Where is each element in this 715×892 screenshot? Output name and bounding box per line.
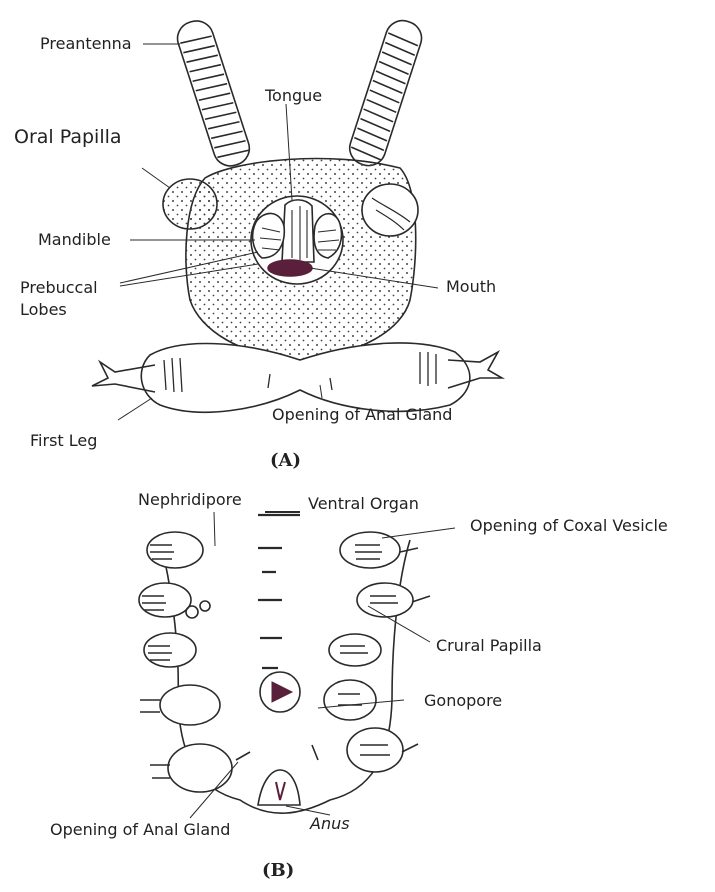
label-anus: Anus (310, 816, 350, 832)
label-gonopore: Gonopore (424, 693, 502, 709)
label-first-leg: First Leg (30, 433, 97, 449)
left-legs (139, 532, 232, 792)
right-legs (324, 532, 430, 772)
label-mandible: Mandible (38, 232, 111, 248)
tongue-outline (282, 200, 314, 262)
label-mouth: Mouth (446, 279, 496, 295)
label-tongue: Tongue (265, 88, 322, 104)
label-oral-papilla: Oral Papilla (14, 128, 122, 147)
label-coxal-vesicle-opening: Opening of Coxal Vesicle (470, 518, 668, 534)
label-ventral-organ: Ventral Organ (308, 496, 419, 512)
left-preantenna (173, 17, 254, 171)
caption-b: (B) (262, 862, 294, 880)
figure-b-drawing (139, 512, 455, 818)
label-crural-papilla: Crural Papilla (436, 638, 542, 654)
label-prebuccal-lobes: Prebuccal Lobes (20, 277, 98, 321)
right-oral-papilla (362, 184, 418, 236)
label-nephridipore: Nephridipore (138, 492, 242, 508)
label-preantenna: Preantenna (40, 36, 132, 52)
mouth-opening (268, 260, 312, 276)
figure-a-drawing (92, 16, 502, 420)
label-anal-gland-opening-a: Opening of Anal Gland (272, 407, 452, 423)
left-oral-papilla (163, 179, 217, 229)
caption-a: (A) (270, 452, 301, 470)
right-preantenna (345, 16, 426, 170)
label-anal-gland-opening-b: Opening of Anal Gland (50, 822, 230, 838)
